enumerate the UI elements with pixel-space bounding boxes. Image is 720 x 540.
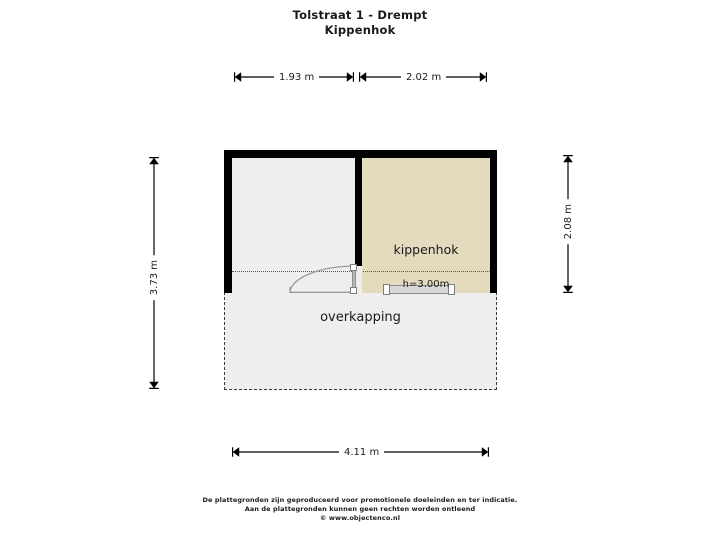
room-overkapping bbox=[224, 292, 497, 390]
dimension-right: 2.08 m bbox=[562, 199, 575, 245]
label-kippenhok: kippenhok bbox=[393, 242, 459, 257]
dimension-top-left: 1.93 m bbox=[274, 71, 320, 84]
room-unlabeled bbox=[232, 158, 355, 293]
footer-line-2: Aan de plattegronden kunnen geen rechten… bbox=[244, 505, 476, 513]
page-title: Tolstraat 1 - Drempt Kippenhok bbox=[0, 8, 720, 38]
dimension-left: 3.73 m bbox=[148, 255, 161, 301]
dimension-top-right: 2.02 m bbox=[401, 71, 447, 84]
room-kippenhok bbox=[362, 158, 490, 293]
footer-disclaimer: De plattegronden zijn geproduceerd voor … bbox=[0, 496, 720, 523]
window-jamb-left bbox=[383, 284, 390, 295]
dimension-bottom: 4.11 m bbox=[339, 446, 385, 459]
door-hinge-bottom bbox=[350, 287, 357, 294]
door-frame bbox=[352, 266, 362, 294]
door-swing-arc bbox=[289, 265, 357, 294]
title-address: Tolstraat 1 - Drempt bbox=[292, 8, 428, 22]
label-kippenhok-height: h=3.00m bbox=[402, 279, 450, 290]
window-jamb-right bbox=[448, 284, 455, 295]
footer-line-1: De plattegronden zijn geproduceerd voor … bbox=[202, 496, 518, 504]
title-subject: Kippenhok bbox=[324, 23, 396, 37]
door-hinge-top bbox=[350, 264, 357, 271]
label-overkapping: overkapping bbox=[320, 310, 401, 325]
footer-line-3: © www.objectenco.nl bbox=[319, 514, 401, 522]
